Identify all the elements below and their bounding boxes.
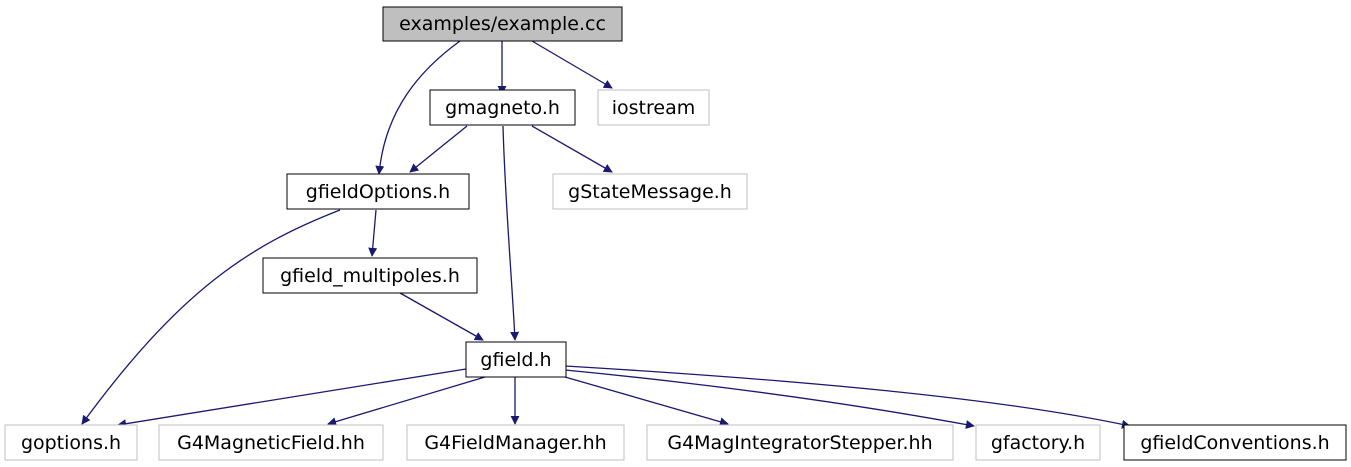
node-gfieldoptions-h[interactable]: gfieldOptions.h xyxy=(286,173,470,210)
node-label-example-cc: examples/example.cc xyxy=(399,13,606,35)
node-gfactory-h[interactable]: gfactory.h xyxy=(975,424,1101,461)
node-gfield-multipoles-h[interactable]: gfield_multipoles.h xyxy=(262,257,478,294)
edge-gmagneto-h-to-gfield-h xyxy=(502,125,520,341)
node-label-g4magintegratorstepper-hh: G4MagIntegratorStepper.hh xyxy=(667,432,932,454)
node-label-gmagneto-h: gmagneto.h xyxy=(445,97,560,119)
node-label-g4fieldmanager-hh: G4FieldManager.hh xyxy=(424,432,606,454)
node-gmagneto-h[interactable]: gmagneto.h xyxy=(429,89,576,126)
edge-gfieldoptions-h-to-gfield-multipoles-h xyxy=(368,209,378,257)
edge-gfield-h-to-gfieldconventions-h xyxy=(564,365,1131,429)
edge-example-cc-to-gfieldoptions-h xyxy=(375,40,461,175)
node-label-gstatemessage-h: gStateMessage.h xyxy=(568,181,732,203)
edges-layer xyxy=(81,40,1131,429)
node-label-g4magneticfield-hh: G4MagneticField.hh xyxy=(177,432,365,454)
node-label-gfieldoptions-h: gfieldOptions.h xyxy=(306,181,450,203)
edge-gfield-h-to-gfactory-h xyxy=(564,369,975,429)
edge-gmagneto-h-to-gfieldoptions-h xyxy=(409,125,468,173)
edge-gfield-h-to-g4magneticfield-hh xyxy=(327,376,486,426)
edge-gfield-h-to-g4magintegratorstepper-hh xyxy=(564,376,729,427)
node-example-cc[interactable]: examples/example.cc xyxy=(382,6,623,42)
node-label-gfield-multipoles-h: gfield_multipoles.h xyxy=(280,265,460,287)
node-gstatemessage-h[interactable]: gStateMessage.h xyxy=(552,173,748,210)
node-label-gfieldconventions-h: gfieldConventions.h xyxy=(1140,432,1329,454)
edge-example-cc-to-iostream xyxy=(531,40,613,89)
nodes-layer: examples/example.cc gmagneto.h iostream … xyxy=(4,6,1347,461)
edge-gfield-multipoles-h-to-gfield-h xyxy=(399,292,484,341)
node-label-goptions-h: goptions.h xyxy=(21,432,121,454)
edge-gmagneto-h-to-gstatemessage-h xyxy=(531,125,613,173)
node-gfield-h[interactable]: gfield.h xyxy=(465,341,567,378)
edge-gfield-h-to-goptions-h xyxy=(117,368,467,429)
node-gfieldconventions-h[interactable]: gfieldConventions.h xyxy=(1123,424,1347,461)
node-g4magneticfield-hh[interactable]: G4MagneticField.hh xyxy=(158,424,384,461)
edge-gfieldoptions-h-to-goptions-h xyxy=(81,209,341,425)
node-g4magintegratorstepper-hh[interactable]: G4MagIntegratorStepper.hh xyxy=(646,424,954,461)
node-label-gfield-h: gfield.h xyxy=(480,349,551,371)
node-label-iostream: iostream xyxy=(612,97,696,119)
node-goptions-h[interactable]: goptions.h xyxy=(4,424,138,461)
node-g4fieldmanager-hh[interactable]: G4FieldManager.hh xyxy=(406,424,625,461)
node-label-gfactory-h: gfactory.h xyxy=(991,432,1085,454)
node-iostream[interactable]: iostream xyxy=(597,89,710,126)
